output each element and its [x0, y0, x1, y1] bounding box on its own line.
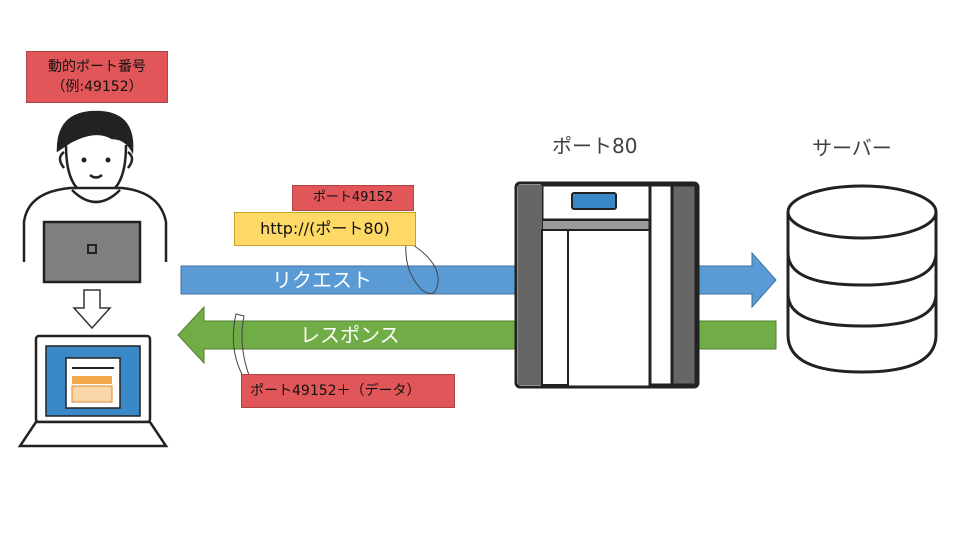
request-url-tag: http://(ポート80) [234, 212, 416, 246]
url-tag-connector [405, 242, 439, 295]
client-port-label: 動的ポート番号 （例:49152） [26, 51, 168, 103]
gate-label: ポート80 [552, 134, 638, 158]
client-port-label-line1: 動的ポート番号 [48, 59, 146, 75]
laptop-back-icon [42, 220, 142, 284]
server-label: サーバー [812, 136, 892, 160]
response-label: レスポンス [300, 323, 400, 347]
request-source-port-tag: ポート49152 [292, 185, 414, 211]
request-label: リクエスト [272, 268, 372, 292]
response-dest-port-tag: ポート49152＋（データ） [241, 374, 455, 408]
laptop-screen-icon [17, 334, 169, 448]
client-port-label-line2: （例:49152） [51, 79, 143, 95]
database-server-icon [786, 184, 938, 374]
port-gate-front-pillar [648, 183, 698, 387]
down-arrow-icon [72, 289, 112, 330]
